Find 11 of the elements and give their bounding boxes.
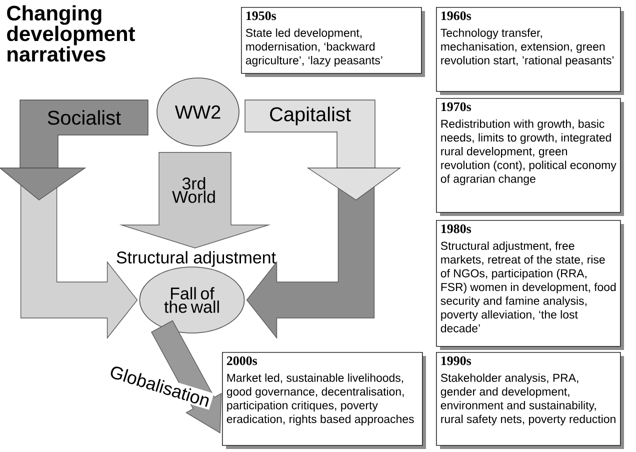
block-arrow xyxy=(246,168,402,339)
text-box: 2000s Market led, sustainable livelihoods, good governance, decentralisation, participation critiques, poverty eradication, rights based approaches xyxy=(222,352,426,449)
text-box: 1990s Stakeholder analysis, PRA, gender and development, environment and sustainability, rural safety nets, poverty reduction xyxy=(436,352,624,449)
block-arrow xyxy=(0,168,138,339)
edge-label: 3rd World xyxy=(163,176,225,204)
label-text: Structural adjustment xyxy=(116,251,276,267)
text-box: 1950s State led development, modernisation, ‘backward agriculture’, ‘lazy peasants’ xyxy=(241,7,425,77)
text-box: 1970s Redistribution with growth, basic needs, limits to growth, integrated rural development, green revolution (cont), political economy of agrarian change xyxy=(436,98,624,216)
text-box: 1980s Structural adjustment, free markets, retreat of the state, rise of NGOs, participation (RRA, FSR) women in development, food security and famine analysis, poverty alleviation, ‘the lost decade’ xyxy=(436,220,624,350)
text-box: 1960s Technology transfer, mechanisation, extension, green revolution start, ’rational peasants’ xyxy=(436,7,624,95)
title: Changing development narratives xyxy=(7,5,135,62)
